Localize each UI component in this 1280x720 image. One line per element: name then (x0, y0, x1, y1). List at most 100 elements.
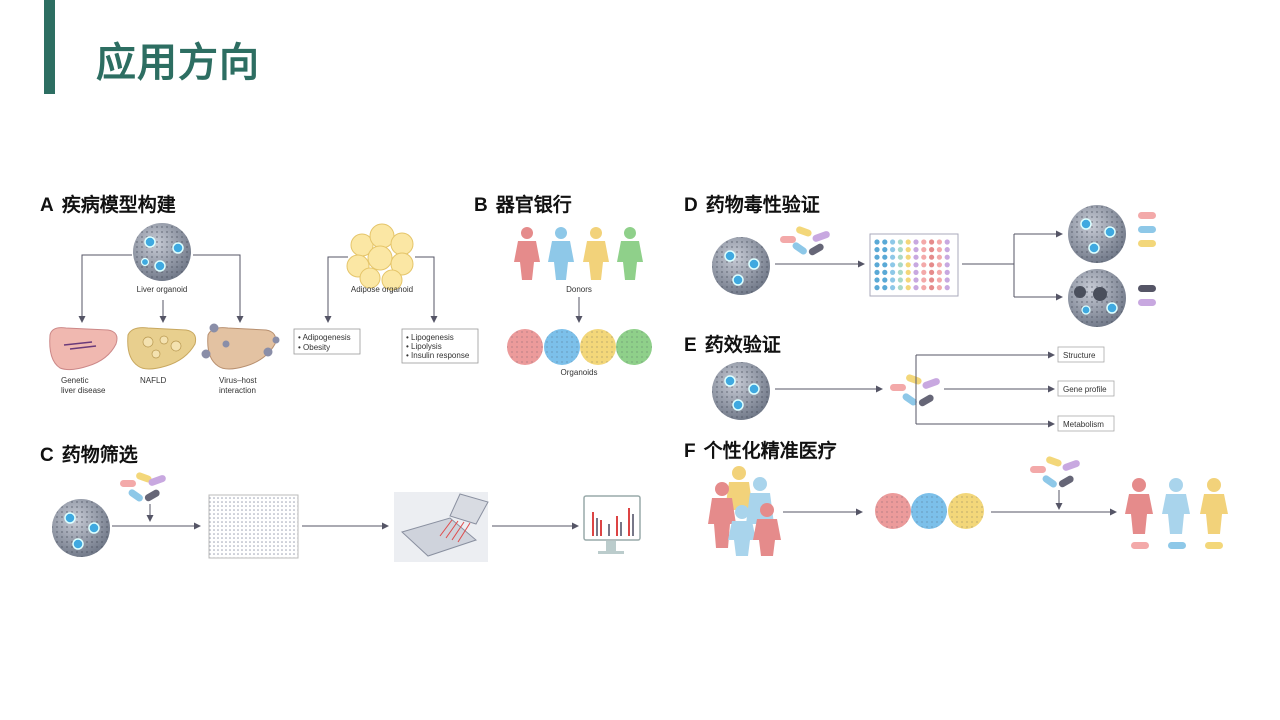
adipose-left-box (293, 328, 361, 355)
plate-well (874, 269, 880, 275)
plate-well (921, 247, 927, 253)
plate-well (913, 277, 919, 283)
plate-well (944, 269, 950, 275)
plate-well (890, 277, 896, 283)
metabolism-box (1057, 415, 1115, 432)
plate-well (936, 247, 943, 253)
structure-label: Structure (1063, 351, 1096, 360)
plate-well (913, 239, 919, 245)
pills-icon (1030, 456, 1080, 488)
adipose-organoid-icon (346, 223, 414, 291)
adipose-right-item: • Insulin response (406, 351, 470, 360)
plate-well (913, 247, 919, 253)
plate-well (905, 262, 911, 268)
plate-well (882, 285, 888, 291)
plate-well (936, 262, 943, 268)
pills-icon (780, 226, 830, 256)
plate-well (921, 269, 927, 275)
plate-well (874, 254, 880, 260)
plate-well (897, 277, 904, 283)
pills-icon (1138, 212, 1156, 306)
healthy-organoid-icon (1068, 205, 1126, 263)
plate-well (929, 285, 935, 291)
plate-well (897, 254, 904, 260)
plate-reader-icon (394, 492, 489, 562)
plate-well (897, 269, 904, 275)
metabolism-label: Metabolism (1063, 420, 1104, 429)
plate-well (929, 254, 935, 260)
plate-well (890, 239, 896, 245)
plate-well (882, 239, 888, 245)
plate-well (936, 239, 943, 245)
plate-well (890, 254, 896, 260)
monitor-chart-icon (583, 495, 641, 554)
adipose-right-item: • Lipogenesis (406, 333, 454, 342)
plate-well (944, 262, 950, 268)
virus-label-1: Virus–host (219, 376, 257, 385)
plate-well (874, 262, 880, 268)
plate-well (944, 254, 950, 260)
nafld-liver-icon (127, 327, 197, 370)
organoids-label: Organoids (561, 368, 598, 377)
plate-well (905, 247, 911, 253)
donors-icon (514, 227, 643, 280)
adipose-right-item: • Lipolysis (406, 342, 442, 351)
plate-well (921, 262, 927, 268)
efficacy-organoid-icon (712, 362, 770, 420)
pills-icon (890, 374, 940, 407)
plate-well (929, 247, 935, 253)
liver-organoid-icon (133, 223, 191, 281)
plate-well (936, 269, 943, 275)
virus-icon (201, 323, 280, 359)
donors-label: Donors (566, 285, 592, 294)
plate-well (882, 262, 888, 268)
plate-well (874, 239, 880, 245)
virus-liver-icon (207, 327, 277, 370)
page-title: 应用方向 (96, 40, 260, 86)
genetic-label-2: liver disease (61, 386, 106, 395)
adipose-left-item: • Adipogenesis (298, 333, 351, 342)
gene-profile-box (1057, 380, 1115, 397)
genetic-label-1: Genetic (61, 376, 89, 385)
plate-well (921, 285, 927, 291)
damaged-organoid-icon (1068, 269, 1126, 327)
plate-well (921, 239, 927, 245)
patient-group-icon (708, 466, 781, 556)
pills-icon (120, 472, 166, 502)
plate-well (921, 277, 927, 283)
plate-well (897, 285, 904, 291)
patient-organoids-icon (875, 493, 984, 529)
virus-label-2: interaction (219, 386, 256, 395)
plate-well (897, 262, 904, 268)
plate-well (929, 239, 935, 245)
plate-well (913, 262, 919, 268)
structure-box (1057, 346, 1105, 363)
adipose-organoid-label: Adipose organoid (351, 285, 413, 294)
plate-well (944, 285, 950, 291)
plate-well (874, 277, 880, 283)
plate-well (905, 285, 911, 291)
plate-well (929, 262, 935, 268)
plate-well (944, 247, 950, 253)
title-accent-bar (44, 0, 55, 94)
liver-organoid-label: Liver organoid (137, 285, 188, 294)
plate-well (905, 254, 911, 260)
adipose-right-box (401, 328, 479, 364)
plate-well (882, 277, 888, 283)
nafld-label: NAFLD (140, 376, 166, 385)
plate-well (929, 269, 935, 275)
plate-well (944, 277, 950, 283)
plate-well (874, 285, 880, 291)
genetic-liver-icon (49, 327, 118, 371)
adipose-left-item: • Obesity (298, 343, 330, 352)
plate-well (921, 254, 927, 260)
plate-well (905, 277, 911, 283)
plate-well (897, 247, 904, 253)
colored-well-plate-icon (869, 233, 959, 297)
